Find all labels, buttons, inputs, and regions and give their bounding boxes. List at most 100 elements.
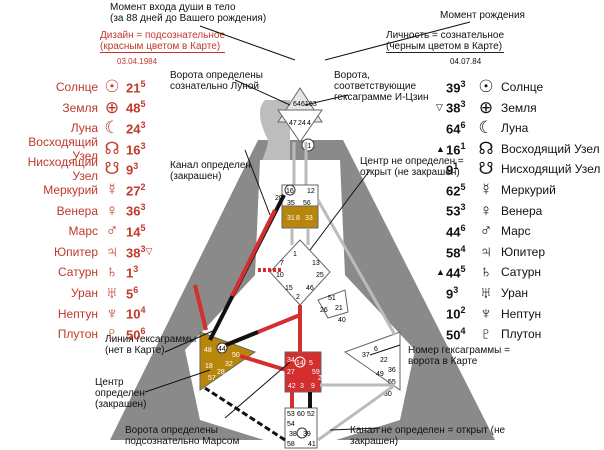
design-gate: 383 bbox=[126, 244, 145, 260]
personality-legend-line2: (черным цветом в Карте) bbox=[386, 41, 505, 53]
personality-planet-symbol: ♄ bbox=[479, 262, 493, 282]
personality-gate-number: 44 bbox=[446, 224, 461, 240]
sacral-center bbox=[284, 351, 322, 393]
gate-46: 46 bbox=[306, 285, 314, 292]
personality-mark: ▲ bbox=[436, 143, 445, 154]
annotation-mars-gates: Ворота определены подсознательно Марсом bbox=[125, 425, 240, 447]
design-planet-symbol: ♂ bbox=[105, 221, 119, 241]
gate-26: 26 bbox=[320, 307, 328, 314]
gate-47: 47 bbox=[289, 120, 297, 127]
personality-planet-symbol: ☿ bbox=[479, 180, 493, 199]
design-row-2: Земля⊕485 bbox=[2, 98, 162, 118]
gate-38: 38 bbox=[289, 431, 297, 438]
personality-row-7: 533♀Венера bbox=[436, 201, 602, 221]
birth-moment-title: Момент рождения bbox=[440, 10, 525, 21]
gate-circle-44 bbox=[216, 342, 228, 354]
personality-gate-number: 64 bbox=[446, 121, 461, 137]
gate-16: 16 bbox=[286, 188, 294, 195]
personality-planet-symbol: ☉ bbox=[478, 77, 494, 96]
gate-11: 11 bbox=[304, 143, 311, 150]
design-gate-number: 10 bbox=[126, 306, 141, 322]
personality-planet-name: Марс bbox=[501, 224, 531, 239]
ptr-hexagram-number bbox=[369, 344, 401, 356]
personality-planet-symbol: ♇ bbox=[479, 324, 493, 344]
design-planet-symbol: ♃ bbox=[105, 241, 119, 261]
personality-date: 04.07.84 bbox=[450, 57, 482, 66]
design-gate-line: 4 bbox=[140, 305, 146, 316]
channel-16-48-red bbox=[230, 209, 277, 297]
design-planet-symbol: ☾ bbox=[104, 118, 120, 138]
ego-center bbox=[317, 289, 349, 319]
personality-mark: ▽ bbox=[436, 102, 443, 113]
personality-row-6: 625☿Меркурий bbox=[436, 180, 602, 200]
personality-gate-number: 53 bbox=[446, 203, 461, 219]
gate-44: 44 bbox=[218, 346, 226, 353]
birth-arrow bbox=[324, 21, 471, 61]
personality-planet-symbol: ☋ bbox=[478, 159, 494, 179]
gate-34: 34 bbox=[287, 357, 295, 364]
design-gate-number: 5 bbox=[126, 286, 134, 302]
gate-6: 6 bbox=[374, 346, 378, 353]
solar-plexus-center bbox=[343, 331, 401, 391]
design-row-7: Венера♀363 bbox=[2, 201, 162, 221]
gate-36: 36 bbox=[388, 367, 396, 374]
design-gate: 145 bbox=[126, 223, 145, 239]
personality-planet-name: Солнце bbox=[501, 80, 544, 94]
design-gate: 104 bbox=[126, 305, 145, 321]
personality-gate: 102 bbox=[446, 305, 476, 321]
gate-28: 28 bbox=[217, 369, 225, 376]
design-row-11: Уран♅56 bbox=[2, 283, 162, 303]
gate-42: 42 bbox=[288, 383, 296, 390]
spleen-center bbox=[199, 331, 257, 391]
gate-37: 37 bbox=[362, 352, 370, 359]
design-gate-number: 24 bbox=[126, 121, 141, 137]
design-gate-line: 3 bbox=[140, 140, 146, 151]
entry-moment-sub: (за 88 дней до Вашего рождения) bbox=[110, 13, 267, 24]
gate-18: 18 bbox=[205, 363, 213, 370]
ptr-hexagram-line bbox=[164, 329, 216, 353]
design-mark: ▽ bbox=[145, 246, 153, 257]
annotation-hexagram-number: Номер гексаграммы = ворота в Карте bbox=[408, 345, 510, 367]
design-gate-line: 3 bbox=[140, 243, 146, 254]
design-planet-name: Солнце bbox=[55, 80, 98, 94]
design-gate: 506 bbox=[126, 326, 145, 342]
design-planet-symbol: ♀ bbox=[105, 200, 119, 220]
gate-3: 3 bbox=[300, 383, 304, 390]
gate-60: 60 bbox=[297, 411, 305, 418]
gate-30: 30 bbox=[384, 391, 392, 398]
personality-gate-line: 2 bbox=[460, 305, 466, 316]
gate-8: 8 bbox=[296, 215, 300, 222]
design-row-8: Марс♂145 bbox=[2, 221, 162, 241]
personality-row-9: 584♃Юпитер bbox=[436, 242, 602, 262]
channel-19-49 bbox=[317, 383, 396, 442]
personality-legend-line1: Личность = сознательное bbox=[386, 30, 505, 41]
design-gate-line: 6 bbox=[133, 284, 139, 295]
gate-22: 22 bbox=[380, 357, 388, 364]
design-gate-number: 27 bbox=[126, 183, 141, 199]
entry-moment-label: Момент входа души в тело bbox=[110, 2, 236, 13]
gate-53: 53 bbox=[287, 411, 295, 418]
channel-48-spleen bbox=[193, 284, 208, 331]
gate-40: 40 bbox=[338, 317, 346, 324]
personality-row-3: 646☾Луна bbox=[436, 118, 602, 138]
design-gate: 215 bbox=[126, 79, 145, 95]
personality-gate: 584 bbox=[446, 244, 476, 260]
design-gate-number: 50 bbox=[126, 327, 141, 343]
annotation-channel-defined: Канал определен (закрашен) bbox=[170, 160, 251, 182]
personality-planet-symbol: ♃ bbox=[479, 241, 493, 261]
personality-planet-name: Луна bbox=[501, 121, 529, 136]
gate-9: 9 bbox=[311, 383, 315, 390]
design-gate-line: 3 bbox=[133, 264, 139, 275]
personality-gate-line: 1 bbox=[453, 161, 459, 172]
design-gate-number: 14 bbox=[126, 224, 141, 240]
design-row-1: Солнце☉215 bbox=[2, 77, 162, 97]
ptr-center-open bbox=[309, 169, 371, 251]
design-row-4: Восходящий Узел☊163 bbox=[2, 135, 162, 163]
personality-gate-number: 62 bbox=[446, 183, 461, 199]
personality-gate-number: 58 bbox=[446, 244, 461, 260]
personality-row-4: ▲161☊Восходящий Узел bbox=[436, 139, 602, 159]
personality-planet-name: Меркурий bbox=[501, 183, 556, 197]
personality-gate: 446 bbox=[446, 223, 476, 239]
gate-64: 64 bbox=[293, 101, 301, 108]
